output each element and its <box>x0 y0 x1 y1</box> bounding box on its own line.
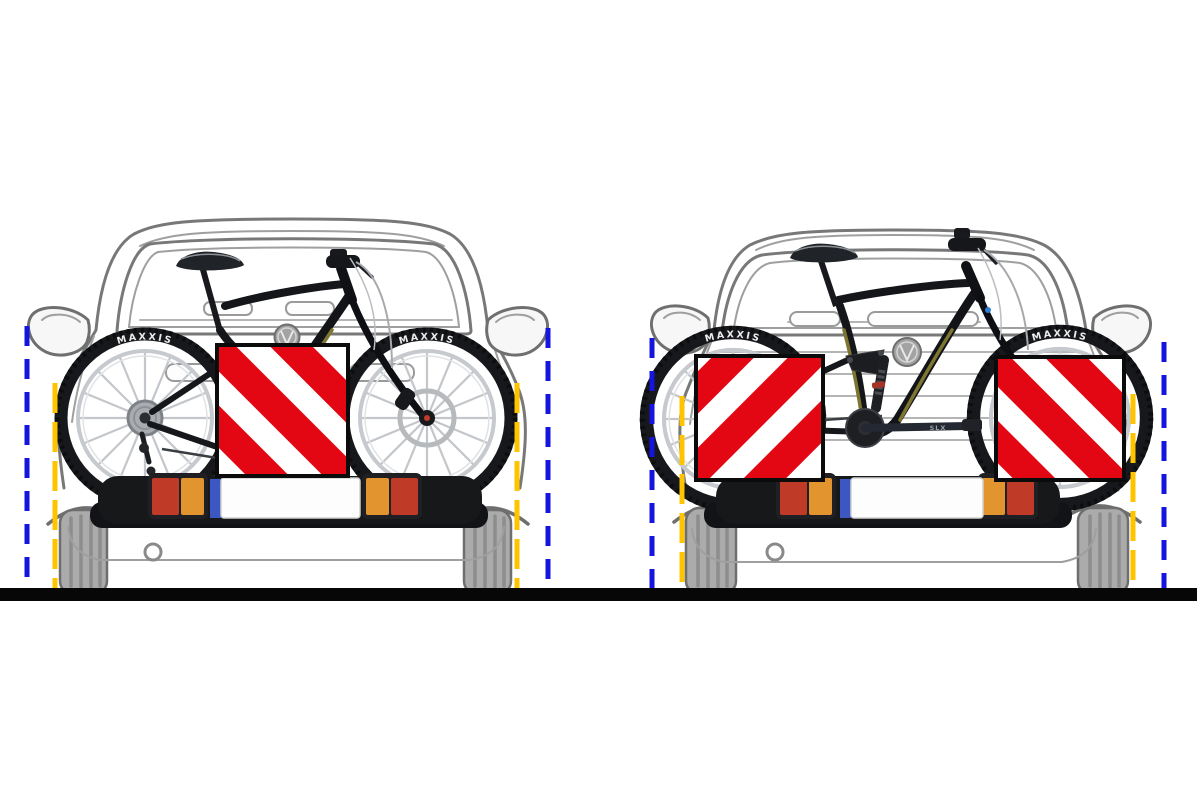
side-crease-left <box>71 335 95 423</box>
car-tire-right <box>1076 506 1130 596</box>
tire-brand-label: MAXXIS <box>704 329 763 345</box>
headrest <box>789 311 841 327</box>
plate-eu-band <box>840 479 851 518</box>
wing-mirror-left-inner <box>41 313 81 323</box>
tire-brand-label: MAXXIS <box>398 332 457 348</box>
license-plate <box>850 477 984 519</box>
wing-mirror-right-inner <box>1101 311 1139 321</box>
taillight-right <box>978 473 1038 519</box>
taillight-right <box>362 473 422 519</box>
crank-brand-label: SLX <box>930 424 947 432</box>
taillight-left <box>776 473 836 519</box>
tire-brand-label: MAXXIS <box>116 332 175 348</box>
brake-cable <box>355 261 393 369</box>
rear-window <box>115 237 473 336</box>
ground-line <box>0 588 1197 601</box>
bumper-rack-left-panel <box>90 473 488 528</box>
headrest-right <box>285 301 335 316</box>
taillight-left <box>148 473 208 519</box>
shift-cable <box>349 257 376 351</box>
rear-window-inner <box>127 246 461 328</box>
roof-inner-line <box>139 229 445 247</box>
head-tube <box>961 261 985 303</box>
head-tube <box>336 263 357 305</box>
tailgate-badge <box>892 337 922 367</box>
plate-eu-band <box>210 479 221 518</box>
shift-cable <box>977 247 1002 341</box>
license-plate <box>220 477 361 519</box>
guide-lines-left-panel <box>24 326 551 588</box>
panel-single-sign: MAXXIS MAXXIS <box>27 217 549 596</box>
tow-hook <box>765 542 785 562</box>
front-brake-rotor <box>394 387 457 448</box>
warning-sign-left <box>694 354 825 482</box>
brake-cable <box>983 249 1029 351</box>
warning-sign-center <box>215 343 350 478</box>
warning-sign-right <box>994 355 1126 482</box>
rear-window-inner <box>732 257 1058 329</box>
wing-mirror-right-inner <box>495 313 535 323</box>
rear-shock-linkage <box>845 349 889 413</box>
seatpost <box>817 257 839 307</box>
bumper-rack-right-panel <box>704 473 1072 528</box>
wing-mirror-left-inner <box>663 311 701 321</box>
handlebar <box>948 228 998 265</box>
tire-brand-label: MAXXIS <box>1031 328 1090 344</box>
lower-bumper-outline <box>691 528 1097 563</box>
seatpost <box>199 265 223 332</box>
tow-hook <box>143 542 163 562</box>
saddle-highlight <box>794 245 856 254</box>
lower-bumper-outline <box>67 526 505 561</box>
handlebar <box>326 249 374 279</box>
saddle-highlight <box>180 253 241 262</box>
guide-lines-right-panel <box>649 338 1167 588</box>
roof-inner-line <box>755 233 1035 251</box>
fork-marker-dot <box>985 307 991 313</box>
crankset: SLX <box>845 408 982 448</box>
